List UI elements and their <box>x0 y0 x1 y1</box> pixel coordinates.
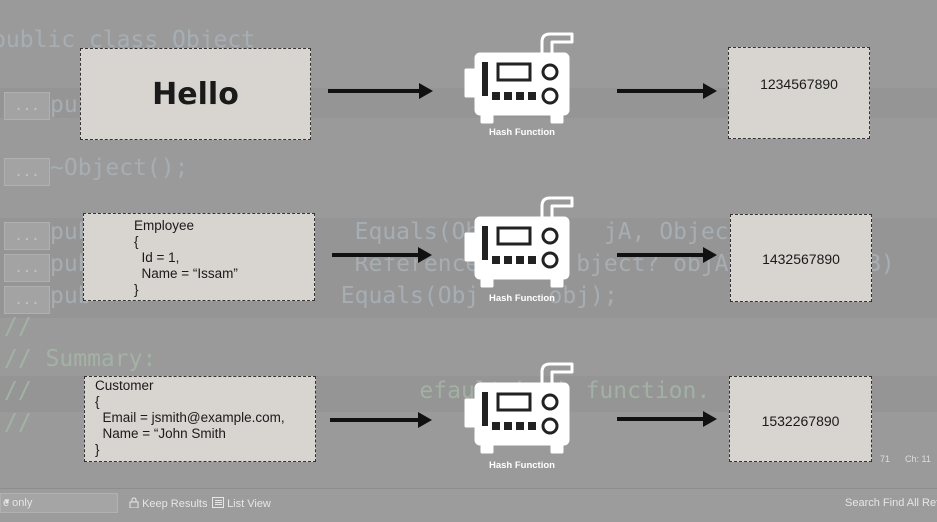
collapse-marker[interactable]: ... <box>4 158 50 186</box>
input-line: } <box>95 442 100 457</box>
collapse-marker[interactable]: ... <box>4 92 50 120</box>
input-box-hello: Hello <box>80 48 311 140</box>
collapse-marker[interactable]: ... <box>4 222 50 250</box>
code-comment-line: // <box>4 410 32 436</box>
keep-results-button[interactable]: Keep Results <box>129 497 208 510</box>
hash-machine-icon <box>464 362 574 454</box>
arrow-to-hash-function <box>328 83 433 99</box>
arrow-to-output <box>617 83 717 99</box>
hash-machine-icon <box>464 32 574 124</box>
input-box-employee: Employee { Id = 1, Name = “Issam” } <box>83 213 315 301</box>
hash-function-label: Hash Function <box>489 460 555 471</box>
input-line: { <box>134 234 139 249</box>
code-line: ~Object(); <box>50 155 189 181</box>
code-comment-line: // <box>4 314 32 340</box>
output-hash-box: 1234567890 <box>728 47 870 139</box>
list-view-icon <box>212 497 224 508</box>
hash-function-label: Hash Function <box>489 293 555 304</box>
status-line-number: 71 <box>880 454 891 464</box>
input-text-hello: Hello <box>152 77 239 112</box>
scope-dropdown[interactable]: e only ▼ <box>0 493 118 513</box>
input-line: { <box>95 394 100 409</box>
output-hash-box: 1432567890 <box>730 214 872 302</box>
lock-icon <box>129 497 139 509</box>
collapse-marker[interactable]: ... <box>4 286 50 314</box>
list-view-button[interactable]: List View <box>212 497 271 510</box>
arrow-to-hash-function <box>332 247 432 263</box>
hash-output-value: 1234567890 <box>760 76 838 92</box>
input-line: Name = “Issam” <box>134 266 238 281</box>
hash-output-value: 1532267890 <box>761 413 840 429</box>
output-hash-box: 1532267890 <box>729 376 872 462</box>
keep-results-label: Keep Results <box>142 498 208 510</box>
scope-dropdown-value: e only <box>3 497 33 509</box>
find-all-references-search[interactable]: Search Find All Refer <box>845 497 937 509</box>
find-results-toolbar: e only ▼ Keep Results List View Search F… <box>0 488 937 522</box>
code-comment-line: // Summary: <box>4 346 157 372</box>
arrow-to-output <box>617 247 717 263</box>
input-line: } <box>134 282 139 297</box>
list-view-label: List View <box>227 498 271 510</box>
hash-function-label: Hash Function <box>489 127 555 138</box>
input-line: Email = jsmith@example.com, <box>95 410 285 425</box>
chevron-down-icon: ▼ <box>3 497 11 506</box>
hash-output-value: 1432567890 <box>762 251 840 267</box>
arrow-to-hash-function <box>330 412 432 428</box>
input-line: Name = “John Smith <box>95 426 226 441</box>
input-line: Customer <box>95 378 154 393</box>
input-line: Employee <box>134 218 195 233</box>
input-line: Id = 1, <box>134 250 180 265</box>
collapse-marker[interactable]: ... <box>4 254 50 282</box>
arrow-to-output <box>617 411 717 427</box>
input-box-customer: Customer { Email = jsmith@example.com, N… <box>84 376 316 462</box>
hash-machine-icon <box>464 196 574 288</box>
status-column: Ch: 11 <box>905 454 931 464</box>
